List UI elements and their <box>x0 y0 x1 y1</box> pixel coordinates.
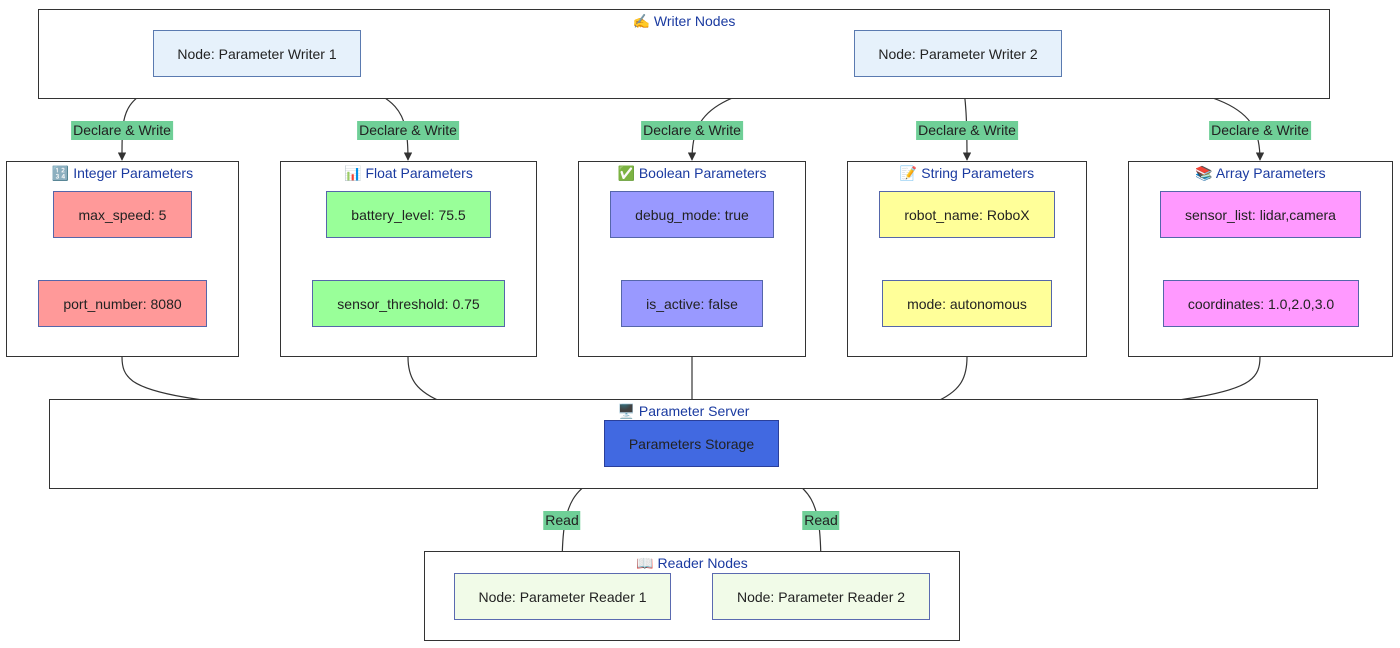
edge-label-write-array: Declare & Write <box>1209 121 1311 140</box>
parameter-server-title: 🖥️ Parameter Server <box>617 403 750 419</box>
sensor-threshold-param[interactable]: sensor_threshold: 0.75 <box>312 280 505 327</box>
edge-label-write-float: Declare & Write <box>357 121 459 140</box>
writer-node-1[interactable]: Node: Parameter Writer 1 <box>153 30 361 77</box>
array-parameters-title: 📚 Array Parameters <box>1195 165 1326 181</box>
mode-param[interactable]: mode: autonomous <box>882 280 1052 327</box>
edge-label-write-integer: Declare & Write <box>71 121 173 140</box>
sensor-list-param[interactable]: sensor_list: lidar,camera <box>1160 191 1361 238</box>
coordinates-param[interactable]: coordinates: 1.0,2.0,3.0 <box>1163 280 1359 327</box>
writer-node-2[interactable]: Node: Parameter Writer 2 <box>854 30 1062 77</box>
float-parameters-title: 📊 Float Parameters <box>344 165 473 181</box>
parameters-storage-node[interactable]: Parameters Storage <box>604 420 779 467</box>
edge-label-write-boolean: Declare & Write <box>641 121 743 140</box>
edge-label-read-2: Read <box>802 511 840 530</box>
robot-name-param[interactable]: robot_name: RoboX <box>879 191 1055 238</box>
edge-label-write-string: Declare & Write <box>916 121 1018 140</box>
max-speed-param[interactable]: max_speed: 5 <box>53 191 192 238</box>
debug-mode-param[interactable]: debug_mode: true <box>610 191 774 238</box>
boolean-parameters-title: ✅ Boolean Parameters <box>617 165 767 181</box>
port-number-param[interactable]: port_number: 8080 <box>38 280 207 327</box>
reader-node-1[interactable]: Node: Parameter Reader 1 <box>454 573 671 620</box>
battery-level-param[interactable]: battery_level: 75.5 <box>326 191 491 238</box>
is-active-param[interactable]: is_active: false <box>621 280 763 327</box>
edge-label-read-1: Read <box>543 511 581 530</box>
writer-nodes-title: ✍️ Writer Nodes <box>632 13 736 29</box>
integer-parameters-title: 🔢 Integer Parameters <box>51 165 194 181</box>
reader-nodes-title: 📖 Reader Nodes <box>636 555 748 571</box>
string-parameters-title: 📝 String Parameters <box>899 165 1035 181</box>
reader-node-2[interactable]: Node: Parameter Reader 2 <box>712 573 930 620</box>
